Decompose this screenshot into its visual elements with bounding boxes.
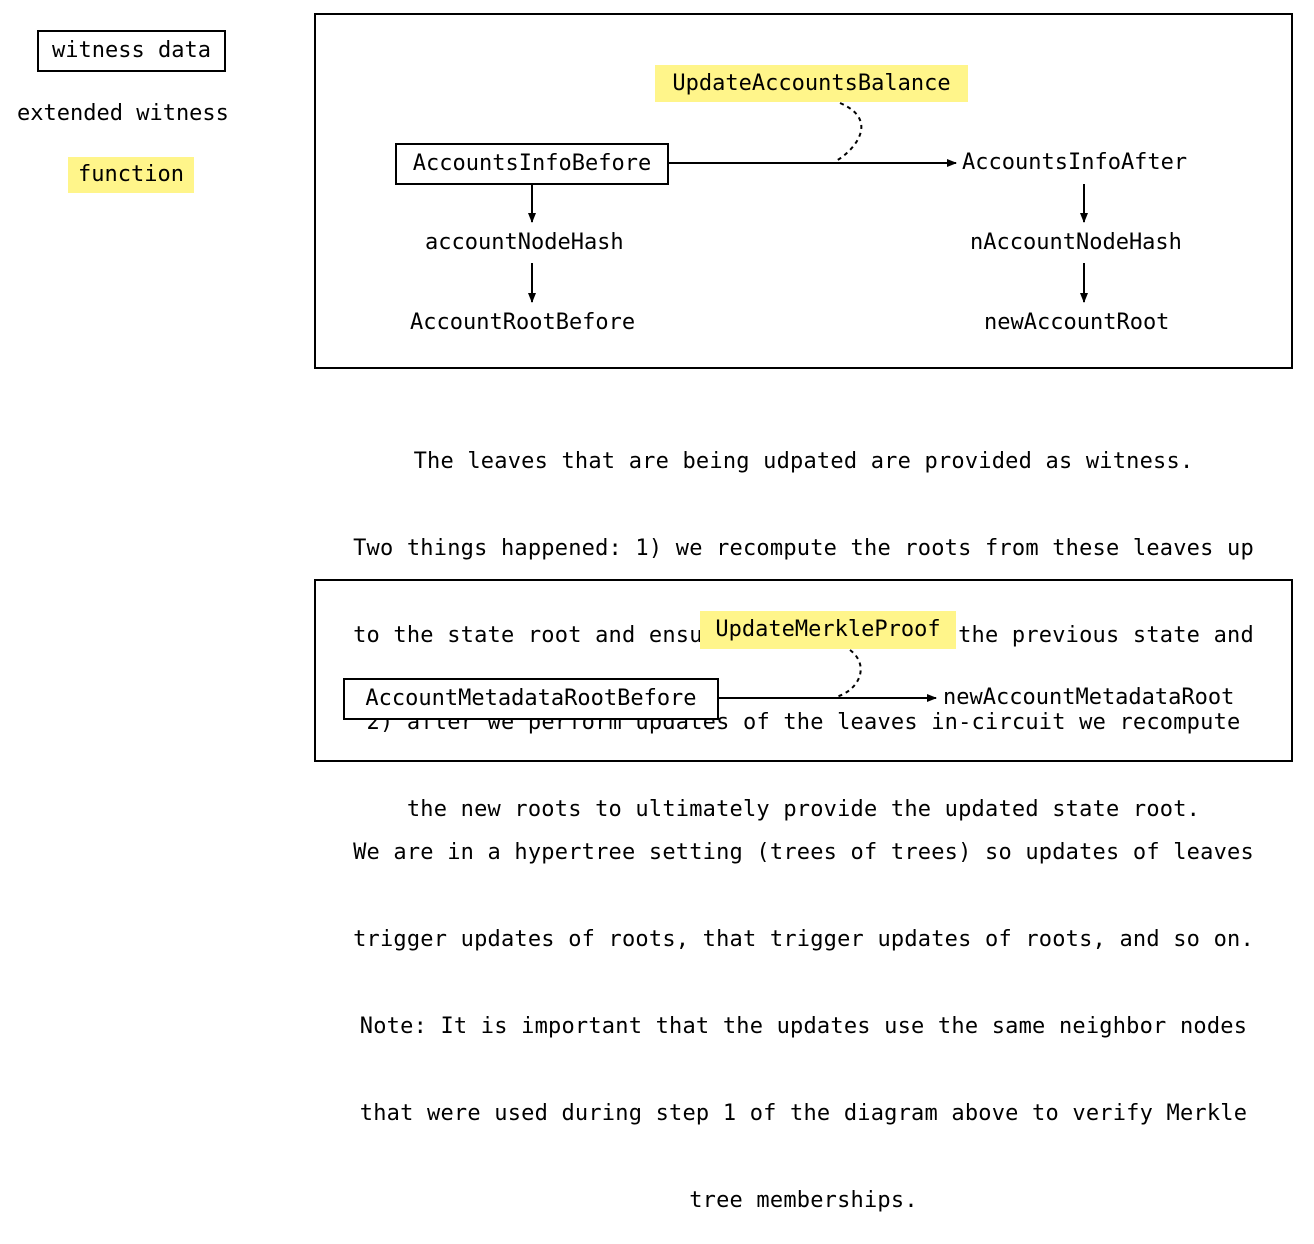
legend-witness-data-label: witness data [52,38,211,63]
legend-witness-data: witness data [37,30,226,72]
node-new-account-metadata-root: newAccountMetadataRoot [943,685,1235,710]
note-1-line: to the state root and ensure that they m… [353,623,1254,648]
note-1-line: Two things happened: 1) we recompute the… [353,536,1254,561]
node-account-root-before: AccountRootBefore [410,310,636,335]
node-account-metadata-root-before: AccountMetadataRootBefore [343,678,719,720]
node-n-account-node-hash: nAccountNodeHash [970,230,1182,255]
function-link-1 [835,102,863,162]
node-accounts-info-after: AccountsInfoAfter [962,150,1188,175]
note-2-line: We are in a hypertree setting (trees of … [353,840,1254,865]
node-account-metadata-root-before-label: AccountMetadataRootBefore [365,686,697,711]
legend-function-label: function [78,162,184,187]
node-accounts-info-before-label: AccountsInfoBefore [412,151,652,176]
function-update-accounts-balance-label: UpdateAccountsBalance [672,70,951,96]
note-2-line: tree memberships. [689,1188,918,1213]
node-new-account-root: newAccountRoot [984,310,1170,335]
function-update-merkle-proof: UpdateMerkleProof [700,611,956,649]
note-2-line: trigger updates of roots, that trigger u… [353,927,1254,952]
legend-function: function [68,157,194,193]
node-account-node-hash: accountNodeHash [425,230,624,255]
note-2: We are in a hypertree setting (trees of … [314,780,1293,1244]
diagram-2-frame [314,579,1293,762]
note-2-line: that were used during step 1 of the diag… [359,1101,1248,1126]
legend-extended-witness: extended witness [17,101,229,126]
note-2-line: Note: It is important that the updates u… [359,1014,1248,1039]
diagram-1-frame [314,13,1293,369]
function-update-merkle-proof-label: UpdateMerkleProof [715,617,941,642]
note-1-line: the new roots to ultimately provide the … [406,797,1201,822]
diagram-connectors [528,102,1088,702]
note-1-line: The leaves that are being udpated are pr… [413,449,1194,474]
function-update-accounts-balance: UpdateAccountsBalance [655,65,968,102]
node-accounts-info-before: AccountsInfoBefore [395,143,669,185]
